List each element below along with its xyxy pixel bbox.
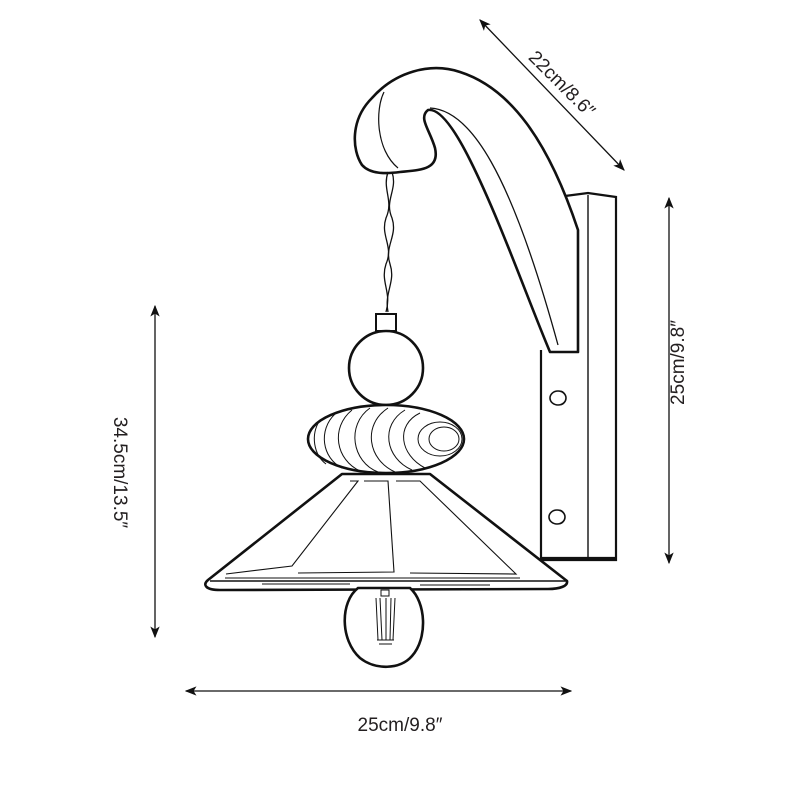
wooden-ball [347,329,425,407]
backplate-screw-bottom [548,509,566,525]
backplate-screw-top [549,390,567,406]
shade-width-label: 25cm/9.8″ [357,715,443,736]
curved-wooden-arm [353,66,580,354]
conical-shade [204,472,569,592]
total-height-label: 34.5cm/13.5″ [109,416,131,529]
wooden-disc [306,403,466,475]
cord-cap [375,313,397,332]
arm-dimension-arrow [479,19,625,171]
twisted-cord [383,171,395,313]
filament-bulb [343,586,425,669]
backplate-height-label: 25cm/9.8″ [667,320,689,405]
